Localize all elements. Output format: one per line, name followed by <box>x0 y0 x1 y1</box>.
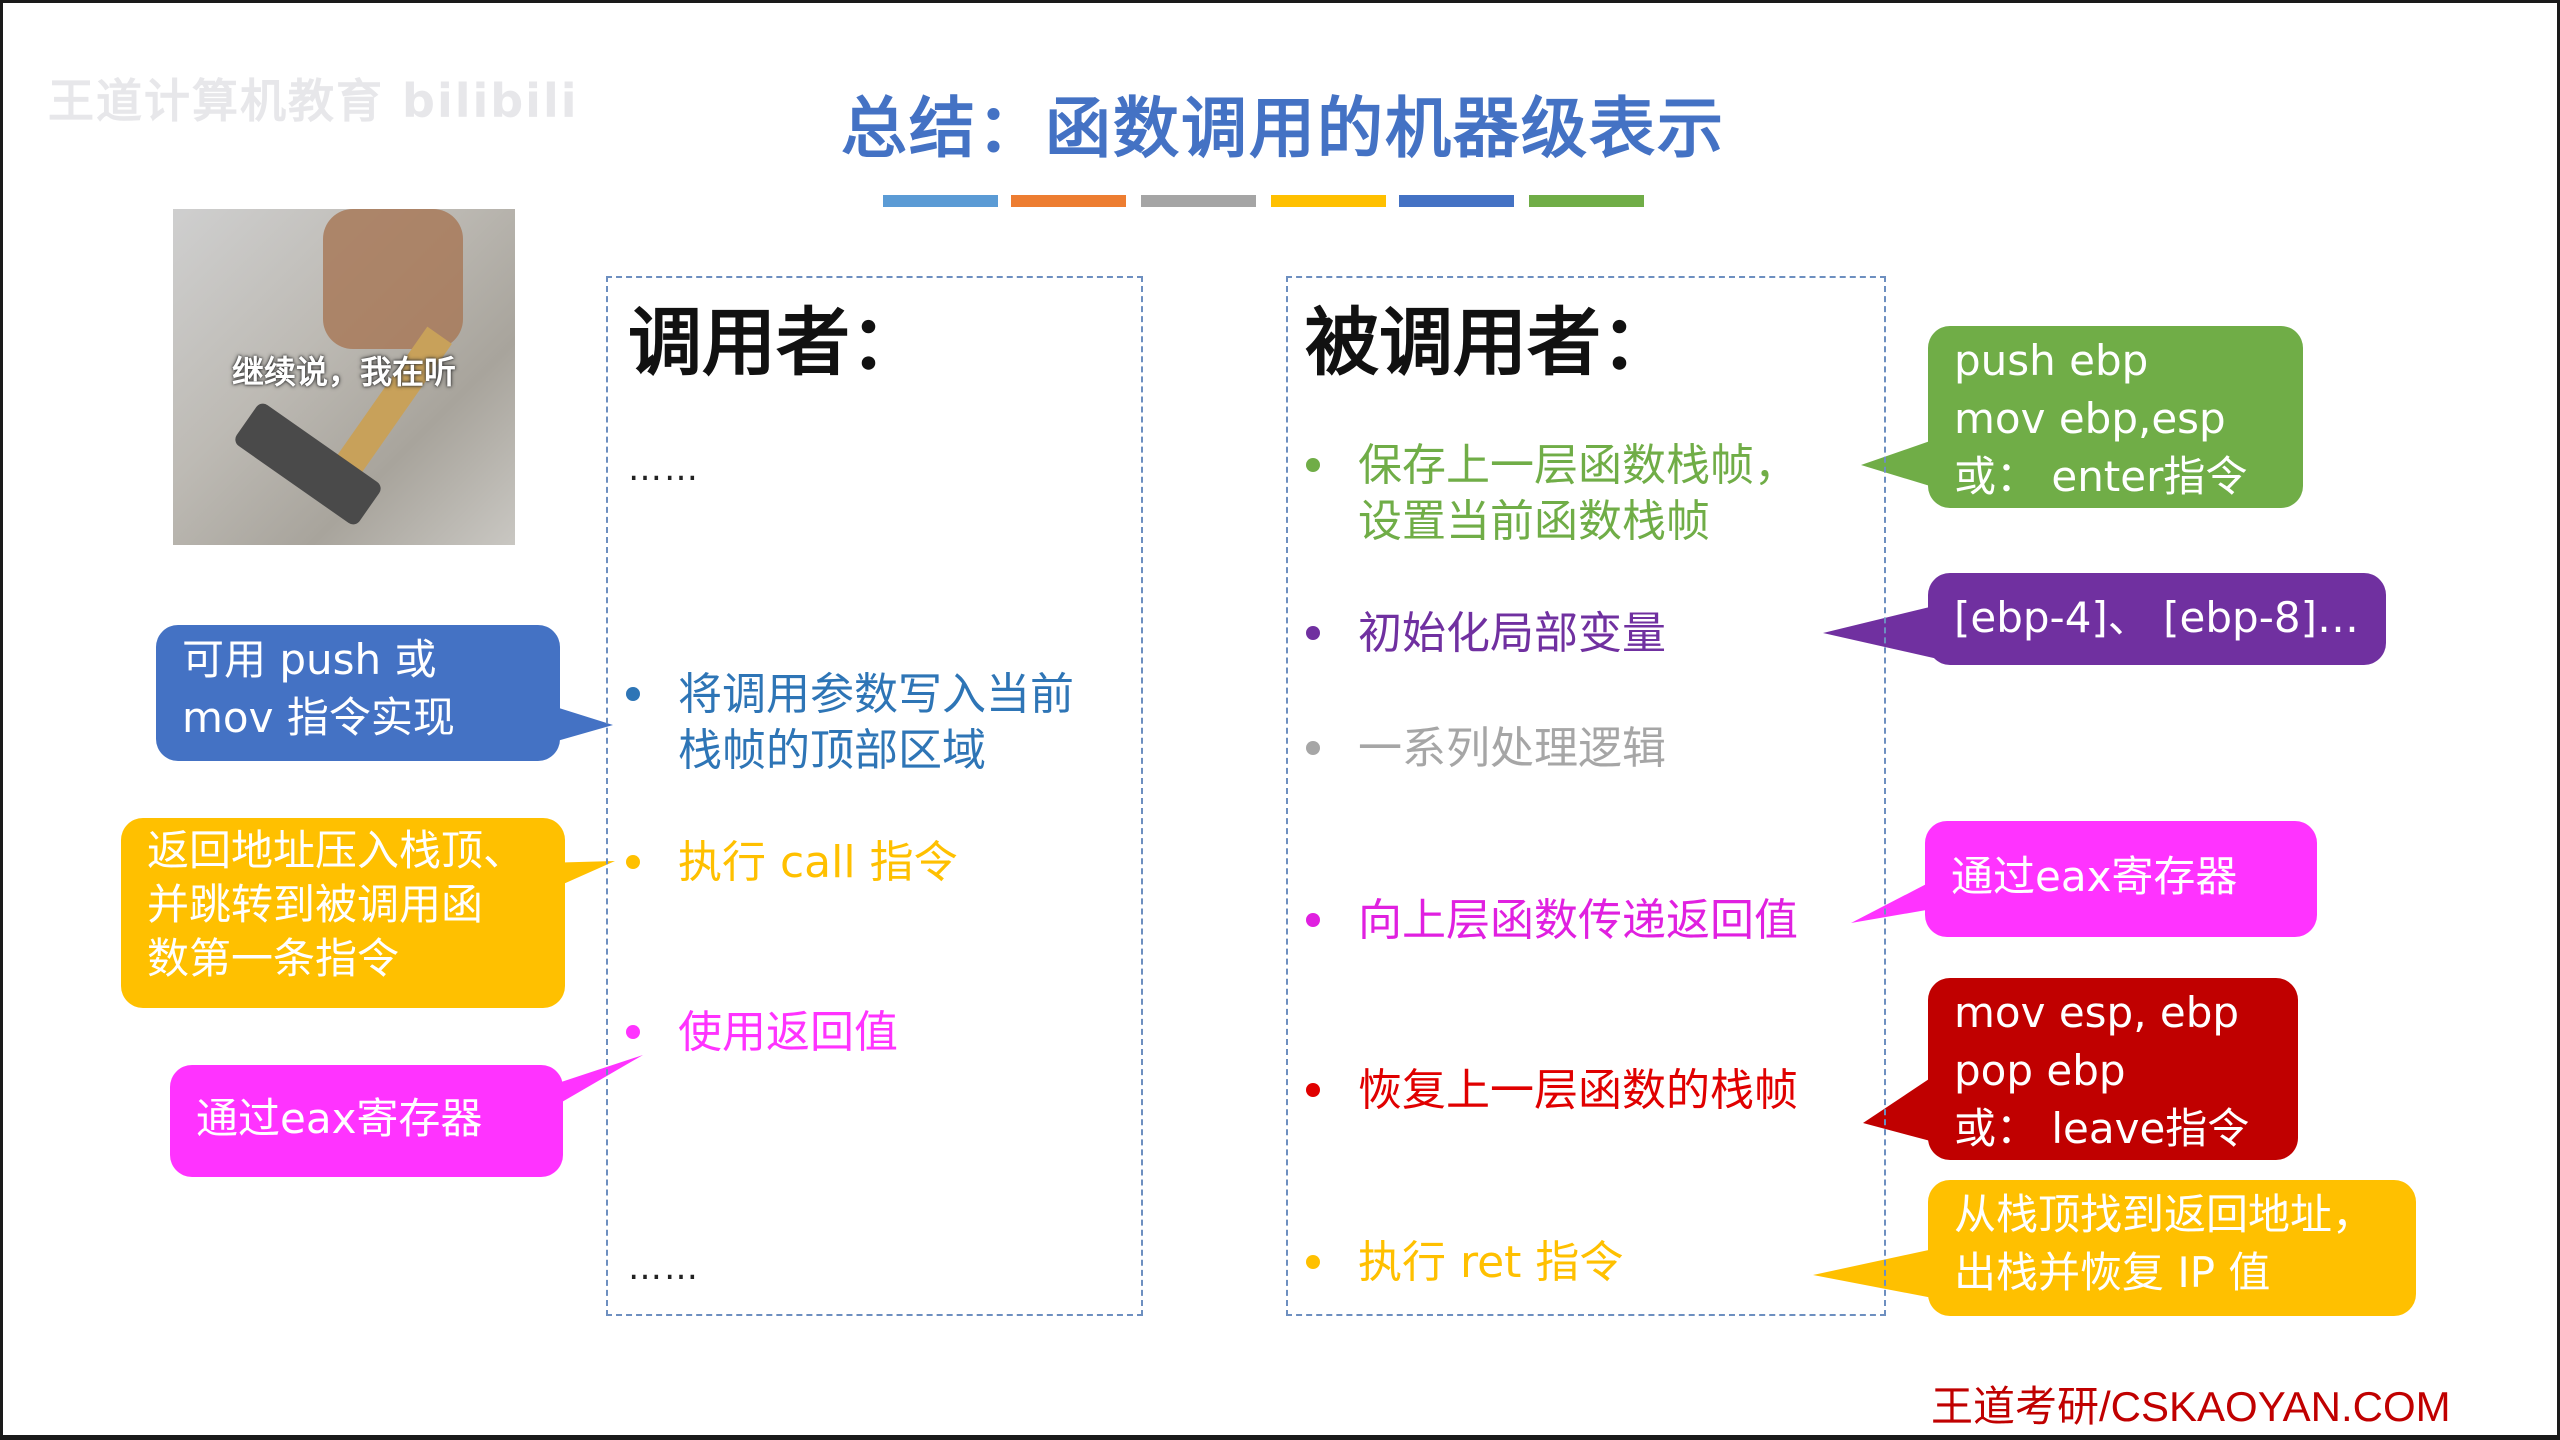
caller-dots-top: …… <box>628 449 700 489</box>
callee-item-logic: 一系列处理逻辑 <box>1306 721 1666 777</box>
callee-item-return-value: 向上层函数传递返回值 <box>1306 893 1798 949</box>
color-bar-3 <box>1141 195 1256 207</box>
note-eax-caller: 通过eax寄存器 <box>170 1065 563 1177</box>
color-bar-4 <box>1271 195 1386 207</box>
note-ebp-offsets: [ebp-4]、 [ebp-8]… <box>1928 573 2386 665</box>
bullet-icon <box>1306 1083 1320 1097</box>
caller-panel <box>606 276 1143 1316</box>
callee-item-text: 向上层函数传递返回值 <box>1358 895 1798 946</box>
watermark: 王道计算机教育 bilibili <box>48 74 579 128</box>
callee-heading: 被调用者： <box>1305 300 1675 386</box>
slide-title: 总结：函数调用的机器级表示 <box>841 90 1725 167</box>
callee-item-save-frame: 保存上一层函数栈帧， 设置当前函数栈帧 <box>1306 438 1798 550</box>
bullet-icon <box>1306 626 1320 640</box>
note-eax-callee: 通过eax寄存器 <box>1925 821 2317 937</box>
footer-brand: 王道考研/CSKAOYAN.COM <box>1931 1383 2451 1430</box>
bullet-icon <box>626 687 640 701</box>
bullet-icon <box>1306 1255 1320 1269</box>
bullet-icon <box>1306 741 1320 755</box>
caller-item-use-return: 使用返回值 <box>626 1005 898 1061</box>
caller-item-text: 使用返回值 <box>678 1007 898 1058</box>
caller-item-text: 将调用参数写入当前 栈帧的顶部区域 <box>678 669 1074 776</box>
note-call-explain: 返回地址压入栈顶、 并跳转到被调用函 数第一条指令 <box>121 818 565 1008</box>
hammer-icon <box>235 209 463 525</box>
bullet-icon <box>626 1025 640 1039</box>
caller-item-write-args: 将调用参数写入当前 栈帧的顶部区域 <box>626 667 1074 779</box>
caller-item-call: 执行 call 指令 <box>626 835 958 891</box>
note-push-ebp: push ebp mov ebp,esp 或： enter指令 <box>1928 326 2303 508</box>
bullet-icon <box>1306 913 1320 927</box>
caller-dots-bottom: …… <box>628 1248 700 1288</box>
callee-item-text: 执行 ret 指令 <box>1358 1237 1624 1288</box>
meme-caption: 继续说，我在听 <box>231 353 456 391</box>
color-bar-1 <box>883 195 998 207</box>
callee-item-text: 一系列处理逻辑 <box>1358 723 1666 774</box>
callee-item-text: 初始化局部变量 <box>1358 608 1666 659</box>
bullet-icon <box>626 855 640 869</box>
callee-item-text: 恢复上一层函数的栈帧 <box>1358 1065 1798 1116</box>
slide: 王道计算机教育 bilibili 总结：函数调用的机器级表示 继续说，我在听 调… <box>3 3 2557 1435</box>
callee-item-restore-frame: 恢复上一层函数的栈帧 <box>1306 1063 1798 1119</box>
note-leave: mov esp, ebp pop ebp 或： leave指令 <box>1928 978 2298 1160</box>
note-ret: 从栈顶找到返回地址， 出栈并恢复 IP 值 <box>1928 1180 2416 1316</box>
color-bar-5 <box>1399 195 1514 207</box>
callee-item-text: 保存上一层函数栈帧， 设置当前函数栈帧 <box>1358 440 1798 547</box>
callee-panel <box>1286 276 1886 1316</box>
color-bar-6 <box>1529 195 1644 207</box>
caller-item-text: 执行 call 指令 <box>678 837 958 888</box>
meme-image: 继续说，我在听 <box>173 209 515 545</box>
callee-item-init-locals: 初始化局部变量 <box>1306 606 1666 662</box>
caller-heading: 调用者： <box>628 300 924 386</box>
bullet-icon <box>1306 458 1320 472</box>
callee-item-ret: 执行 ret 指令 <box>1306 1235 1623 1291</box>
color-bar-2 <box>1011 195 1126 207</box>
note-push-mov: 可用 push 或 mov 指令实现 <box>156 625 560 761</box>
